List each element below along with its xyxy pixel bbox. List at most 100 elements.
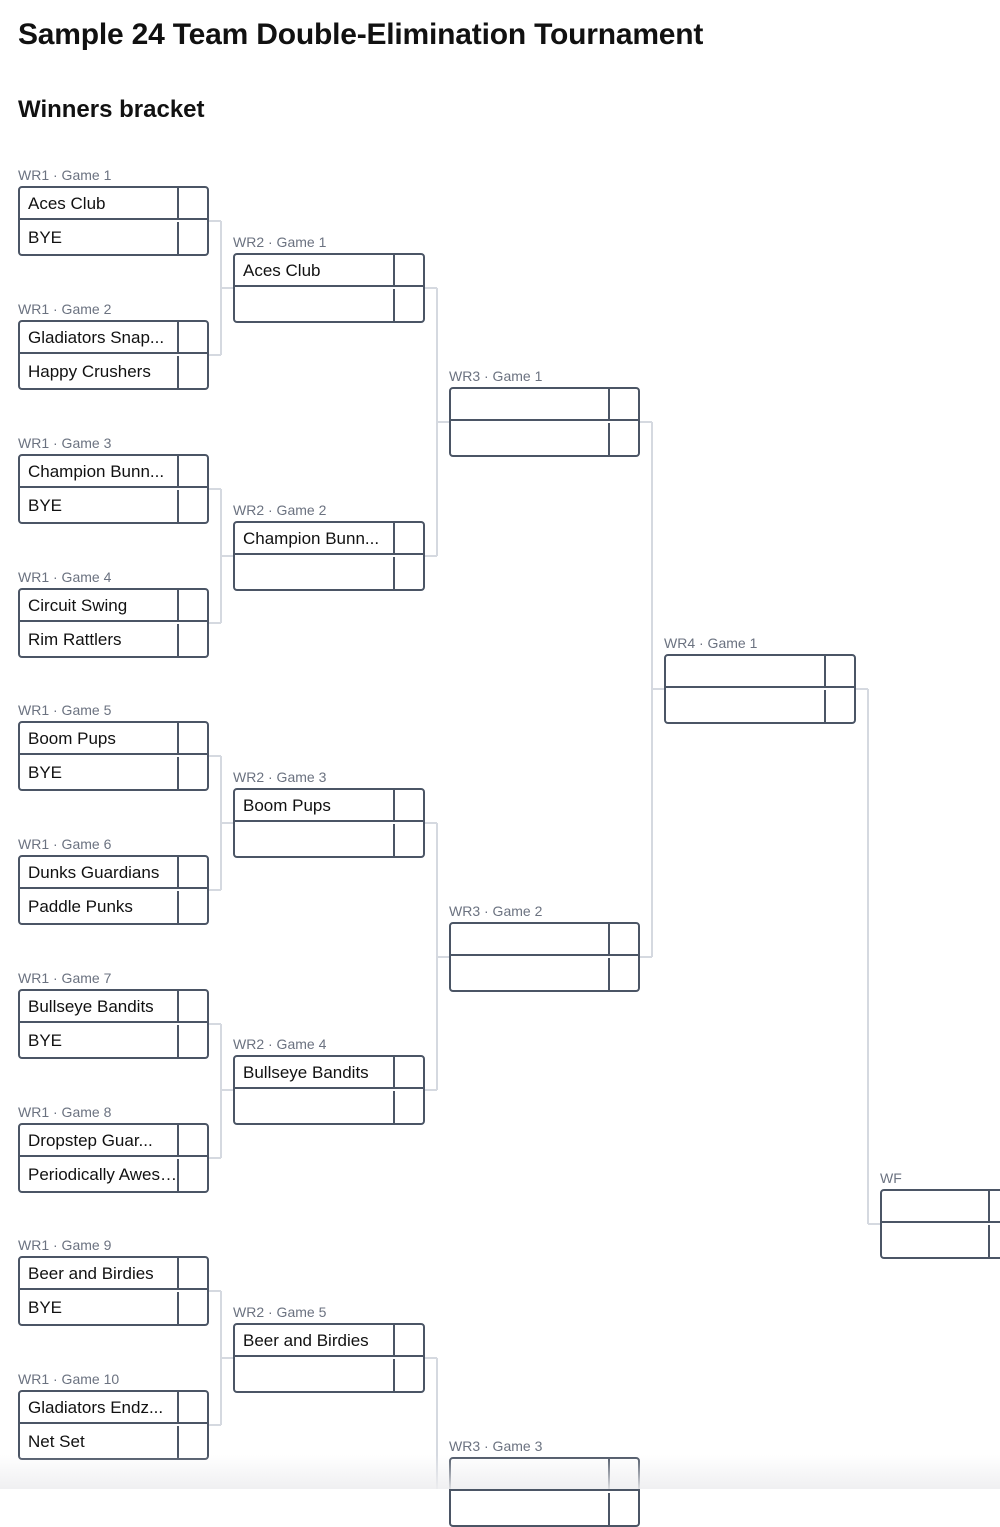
game-label: WR3 · Game 2 — [449, 903, 543, 919]
game-box[interactable]: Boom Pups — [233, 788, 425, 858]
team-slot[interactable]: BYE — [20, 1025, 207, 1057]
game-label: WR1 · Game 2 — [18, 301, 112, 317]
team-slot[interactable] — [451, 924, 638, 956]
team-name: BYE — [28, 1298, 63, 1317]
team-slot[interactable]: BYE — [20, 222, 207, 254]
team-slot[interactable] — [235, 1091, 423, 1123]
game-label: WR2 · Game 3 — [233, 769, 327, 785]
score-cell — [393, 824, 423, 856]
game-box[interactable] — [449, 922, 640, 992]
team-name: BYE — [28, 1031, 63, 1050]
game-label: WR3 · Game 3 — [449, 1438, 543, 1454]
team-slot[interactable]: Circuit Swing — [20, 590, 207, 622]
team-slot[interactable]: Rim Rattlers — [20, 624, 207, 656]
team-slot[interactable]: Happy Crushers — [20, 356, 207, 388]
game-box[interactable] — [664, 654, 856, 724]
game-label: WR2 · Game 5 — [233, 1304, 327, 1320]
team-slot[interactable] — [882, 1225, 1000, 1257]
game-label: WR1 · Game 9 — [18, 1237, 112, 1253]
score-cell — [177, 490, 207, 522]
team-slot[interactable]: Aces Club — [235, 255, 423, 287]
team-name: Champion Bunn... — [243, 529, 380, 548]
team-slot[interactable] — [451, 958, 638, 990]
score-cell — [393, 1359, 423, 1391]
team-slot[interactable] — [666, 656, 854, 688]
game-label: WR3 · Game 1 — [449, 368, 543, 384]
connector-line — [209, 1290, 233, 1426]
team-name — [451, 389, 608, 419]
team-slot[interactable]: Champion Bunn... — [20, 456, 207, 488]
team-slot[interactable] — [666, 690, 854, 722]
team-slot[interactable]: Beer and Birdies — [235, 1325, 423, 1357]
score-cell — [608, 1459, 638, 1489]
game-box[interactable]: Gladiators Endz... Net Set — [18, 1390, 209, 1460]
team-name: Gladiators Endz... — [28, 1398, 164, 1417]
team-slot[interactable]: Champion Bunn... — [235, 523, 423, 555]
score-cell — [393, 255, 423, 285]
team-slot[interactable]: Periodically Awesome — [20, 1159, 207, 1191]
team-name — [882, 1225, 988, 1257]
team-slot[interactable] — [882, 1191, 1000, 1223]
game-box[interactable]: Gladiators Snap...Happy Crushers — [18, 320, 209, 390]
team-slot[interactable] — [451, 1459, 638, 1491]
connector-line — [856, 688, 880, 1225]
team-slot[interactable]: Bullseye Bandits — [235, 1057, 423, 1089]
team-slot[interactable]: Boom Pups — [235, 790, 423, 822]
score-cell — [393, 1091, 423, 1123]
score-cell — [608, 958, 638, 990]
score-cell — [177, 1159, 207, 1191]
team-slot[interactable] — [235, 557, 423, 589]
team-slot[interactable] — [235, 289, 423, 321]
team-slot[interactable]: Net Set — [20, 1426, 207, 1458]
game-box[interactable]: Dropstep Guar... Periodically Awesome — [18, 1123, 209, 1193]
team-slot[interactable] — [451, 1493, 638, 1525]
score-cell — [824, 656, 854, 686]
team-name — [451, 924, 608, 954]
connector-line — [640, 421, 664, 958]
game-box[interactable]: Bullseye Bandits — [233, 1055, 425, 1125]
connector-line — [209, 755, 233, 891]
game-box[interactable] — [449, 387, 640, 457]
game-box[interactable]: Champion Bunn...BYE — [18, 454, 209, 524]
team-name: Periodically Awesome — [28, 1165, 177, 1184]
score-cell — [177, 1426, 207, 1458]
game-label: WR1 · Game 1 — [18, 167, 112, 183]
team-slot[interactable] — [235, 1359, 423, 1391]
connector-line — [209, 488, 233, 624]
team-slot[interactable]: Dropstep Guar... — [20, 1125, 207, 1157]
score-cell — [608, 423, 638, 455]
game-label: WR2 · Game 2 — [233, 502, 327, 518]
team-slot[interactable]: Paddle Punks — [20, 891, 207, 923]
team-slot[interactable] — [235, 824, 423, 856]
team-slot[interactable]: BYE — [20, 1292, 207, 1324]
team-slot[interactable]: Gladiators Snap... — [20, 322, 207, 354]
team-slot[interactable]: Beer and Birdies — [20, 1258, 207, 1290]
score-cell — [177, 624, 207, 656]
game-box[interactable] — [880, 1189, 1000, 1259]
section-title-winners-bracket: Winners bracket — [18, 96, 205, 123]
team-slot[interactable]: Bullseye Bandits — [20, 991, 207, 1023]
game-box[interactable] — [449, 1457, 640, 1527]
team-slot[interactable]: BYE — [20, 757, 207, 789]
team-slot[interactable]: BYE — [20, 490, 207, 522]
team-slot[interactable] — [451, 423, 638, 455]
game-box[interactable]: Aces Club — [233, 253, 425, 323]
game-box[interactable]: Champion Bunn... — [233, 521, 425, 591]
game-box[interactable]: Beer and Birdies — [233, 1323, 425, 1393]
team-name: Beer and Birdies — [28, 1264, 154, 1283]
team-slot[interactable]: Aces Club — [20, 188, 207, 220]
team-name: Rim Rattlers — [28, 630, 122, 649]
team-slot[interactable]: Gladiators Endz... — [20, 1392, 207, 1424]
team-slot[interactable]: Dunks Guardians — [20, 857, 207, 889]
team-slot[interactable] — [451, 389, 638, 421]
team-name — [235, 1359, 393, 1391]
score-cell — [177, 857, 207, 887]
team-slot[interactable]: Boom Pups — [20, 723, 207, 755]
connector-line — [209, 220, 233, 356]
